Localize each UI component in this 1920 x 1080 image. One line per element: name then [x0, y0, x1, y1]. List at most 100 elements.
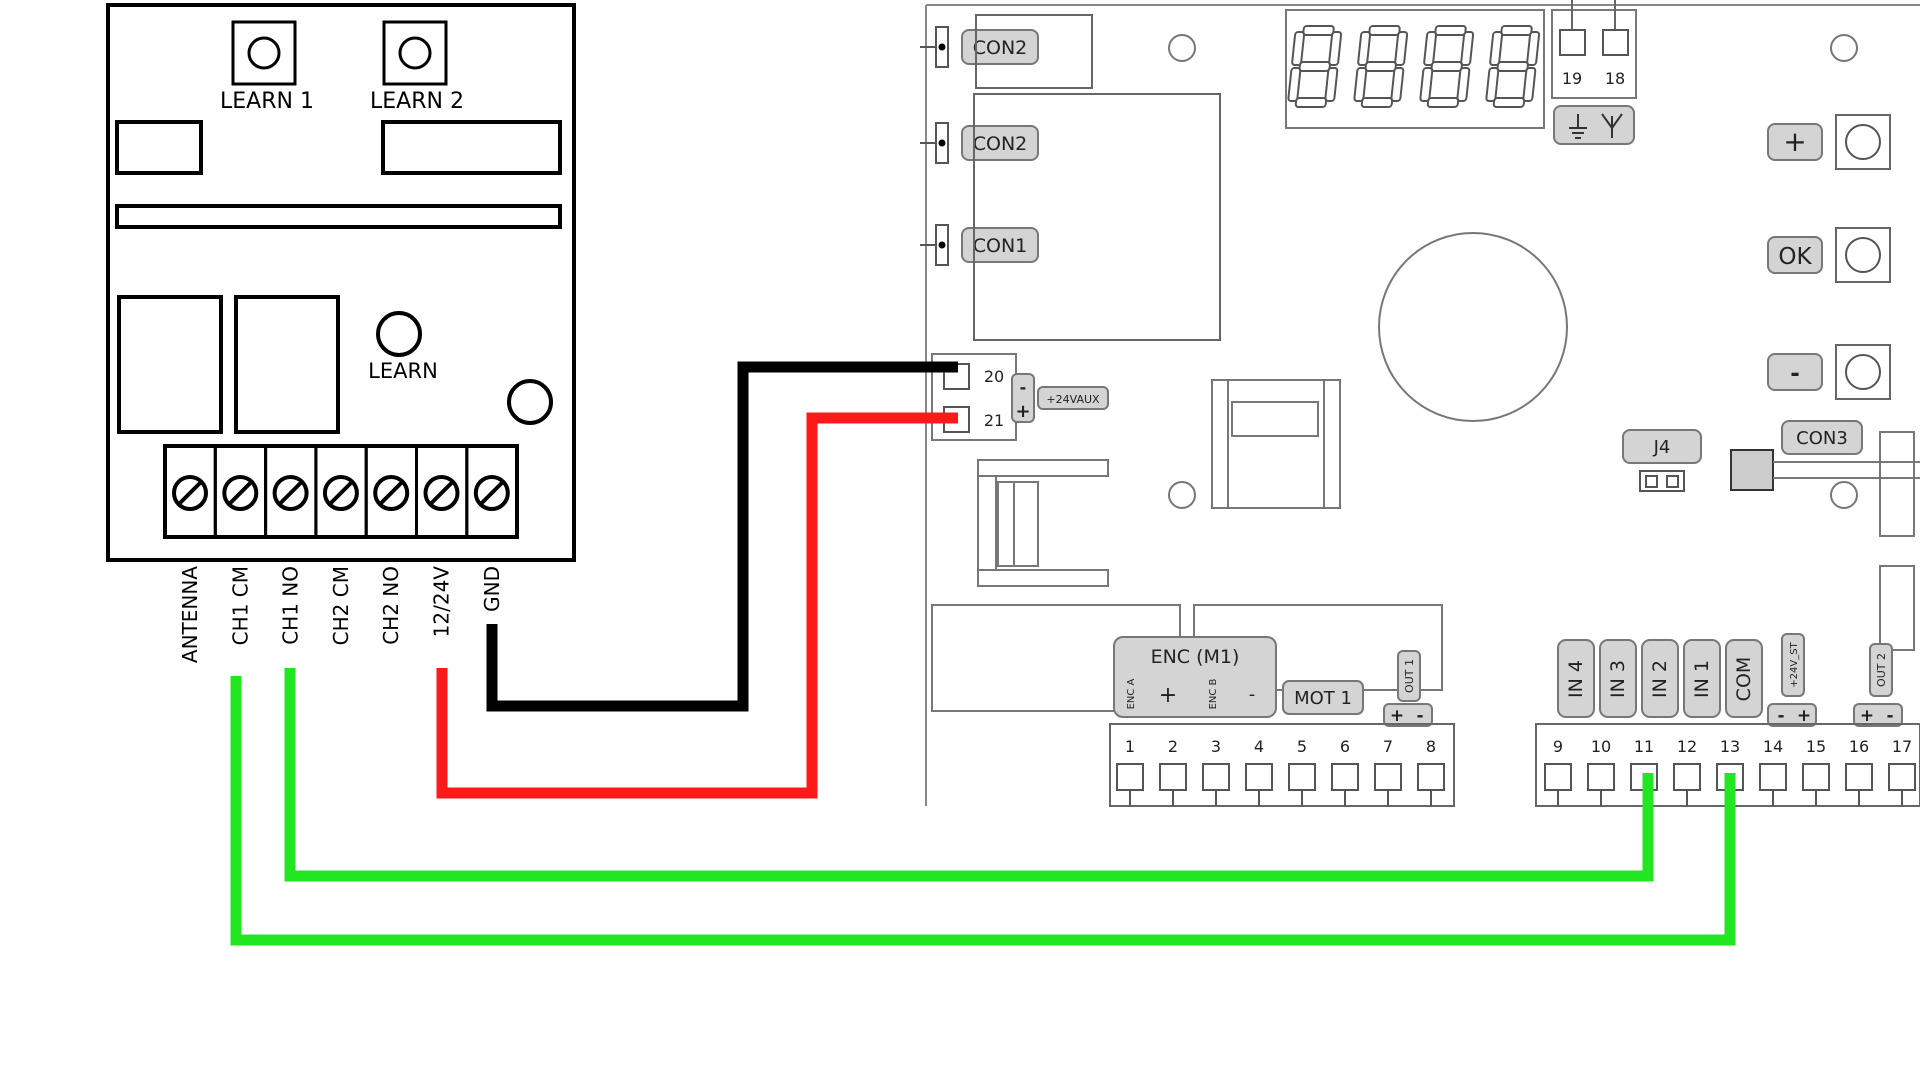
- con3-label: CON3: [1796, 428, 1848, 449]
- display-segment: [1430, 61, 1463, 72]
- display-frame: [1285, 9, 1545, 129]
- terminal-number: 17: [1892, 737, 1912, 756]
- display-segment: [1360, 97, 1394, 108]
- ground-antenna-tag: [1553, 105, 1635, 145]
- push-button[interactable]: [1845, 237, 1881, 273]
- receiver-terminal-label: GND: [480, 566, 504, 612]
- enc-tag: [1113, 636, 1277, 718]
- st-polarity-tag: [1767, 703, 1817, 727]
- receiver-terminal-label: 12/24V: [430, 566, 454, 638]
- side-button-label: -: [1790, 361, 1800, 387]
- terminal-number: 13: [1720, 737, 1740, 756]
- side-button-tag: [1767, 123, 1823, 161]
- terminal-screw-slot: [430, 481, 453, 505]
- enc-b-label: ENC B: [1208, 678, 1219, 709]
- relay-ch1: [117, 295, 223, 434]
- terminal-screw-slot: [178, 481, 202, 505]
- mot-tag: [1282, 680, 1364, 715]
- learn1-button-frame: [231, 20, 297, 86]
- terminal-screw-box: [1888, 763, 1916, 791]
- receiver-terminal-label: ANTENNA: [178, 566, 202, 663]
- side-connector: [1879, 431, 1915, 537]
- connector-tag: [961, 125, 1039, 161]
- out1-plus: +: [1390, 706, 1404, 726]
- wires: [230, 361, 1736, 946]
- terminal-screw-slot: [379, 481, 403, 505]
- display-segment: [1423, 31, 1438, 66]
- mount-hole: [1830, 481, 1858, 509]
- input-label: IN 3: [1607, 660, 1629, 698]
- connector-label: CON1: [973, 235, 1028, 257]
- fuse: [1231, 401, 1319, 437]
- display-segment: [1434, 25, 1467, 36]
- display-digit: [1419, 25, 1475, 108]
- display-segment: [1368, 25, 1401, 36]
- display-segment: [1324, 67, 1339, 102]
- j4-label: J4: [1653, 437, 1671, 458]
- out1-polarity-tag: [1383, 703, 1433, 727]
- aux-polarity-tag: [1011, 373, 1035, 423]
- learn-button: [376, 311, 422, 357]
- display-segment: [1456, 67, 1471, 102]
- st-label: +24V_ST: [1789, 641, 1800, 687]
- display-digit: [1485, 25, 1541, 108]
- connector-label: CON2: [973, 133, 1028, 155]
- push-button[interactable]: [1845, 124, 1881, 160]
- connector-label: CON2: [973, 37, 1028, 59]
- enc-label: ENC (M1): [1151, 646, 1240, 668]
- connector-pin: [938, 43, 946, 51]
- input-label: IN 2: [1649, 660, 1671, 698]
- wire-ch1-no-green: [284, 668, 1654, 882]
- side-button-tag: [1767, 236, 1823, 274]
- learn2-button: [398, 36, 432, 70]
- terminal-number: 3: [1211, 737, 1221, 756]
- display-segment: [1426, 97, 1460, 108]
- display-segment: [1485, 67, 1500, 102]
- j4-pin: [1645, 475, 1658, 488]
- seven-segment-display: [1287, 25, 1541, 108]
- push-button[interactable]: [1845, 354, 1881, 390]
- j4-pin: [1666, 475, 1679, 488]
- terminal-screw-box: [1673, 763, 1701, 791]
- module-socket-frame: [973, 93, 1221, 341]
- terminal-screw-box: [1202, 763, 1230, 791]
- terminal-number: 8: [1426, 737, 1436, 756]
- antenna-icon: [1601, 113, 1623, 138]
- display-segment: [1287, 67, 1302, 102]
- display-segment: [1394, 31, 1409, 66]
- connector-pin: [938, 139, 946, 147]
- receiver-terminal-label: CH2 CM: [329, 566, 353, 645]
- receiver-terminal-cell: [465, 444, 519, 539]
- pin-19-box: [1559, 29, 1586, 56]
- pin-19-label: 19: [1562, 69, 1582, 88]
- input-label: IN 4: [1565, 660, 1587, 698]
- relay-bracket-bottom: [977, 569, 1109, 587]
- learn1-label: LEARN 1: [220, 89, 314, 114]
- display-segment: [1291, 31, 1306, 66]
- display-segment: [1298, 61, 1331, 72]
- wire-12-24v-red: [436, 412, 958, 799]
- terminal-strip-left: [1109, 723, 1455, 807]
- display-segment: [1390, 67, 1405, 102]
- relay-ch2: [234, 295, 340, 434]
- receiver-terminal-label: CH1 CM: [228, 566, 252, 645]
- side-connector: [1879, 565, 1915, 651]
- push-button-frame[interactable]: [1835, 344, 1891, 400]
- mount-hole: [1830, 34, 1858, 62]
- terminal-number: 15: [1806, 737, 1826, 756]
- connector-tag: [961, 227, 1039, 263]
- input-label: IN 1: [1691, 660, 1713, 698]
- aux-minus: -: [1020, 378, 1027, 397]
- push-button-frame[interactable]: [1835, 227, 1891, 283]
- learn2-button-frame: [382, 20, 448, 86]
- terminal-screw-box: [1845, 763, 1873, 791]
- display-segment: [1419, 67, 1434, 102]
- connector-tag: [961, 29, 1039, 65]
- receiver-outline: [106, 3, 576, 562]
- terminal-screw-box: [1116, 763, 1144, 791]
- display-segment: [1496, 61, 1529, 72]
- push-button-frame[interactable]: [1835, 114, 1891, 170]
- module-strip: [115, 204, 562, 229]
- terminal-screw-box: [1417, 763, 1445, 791]
